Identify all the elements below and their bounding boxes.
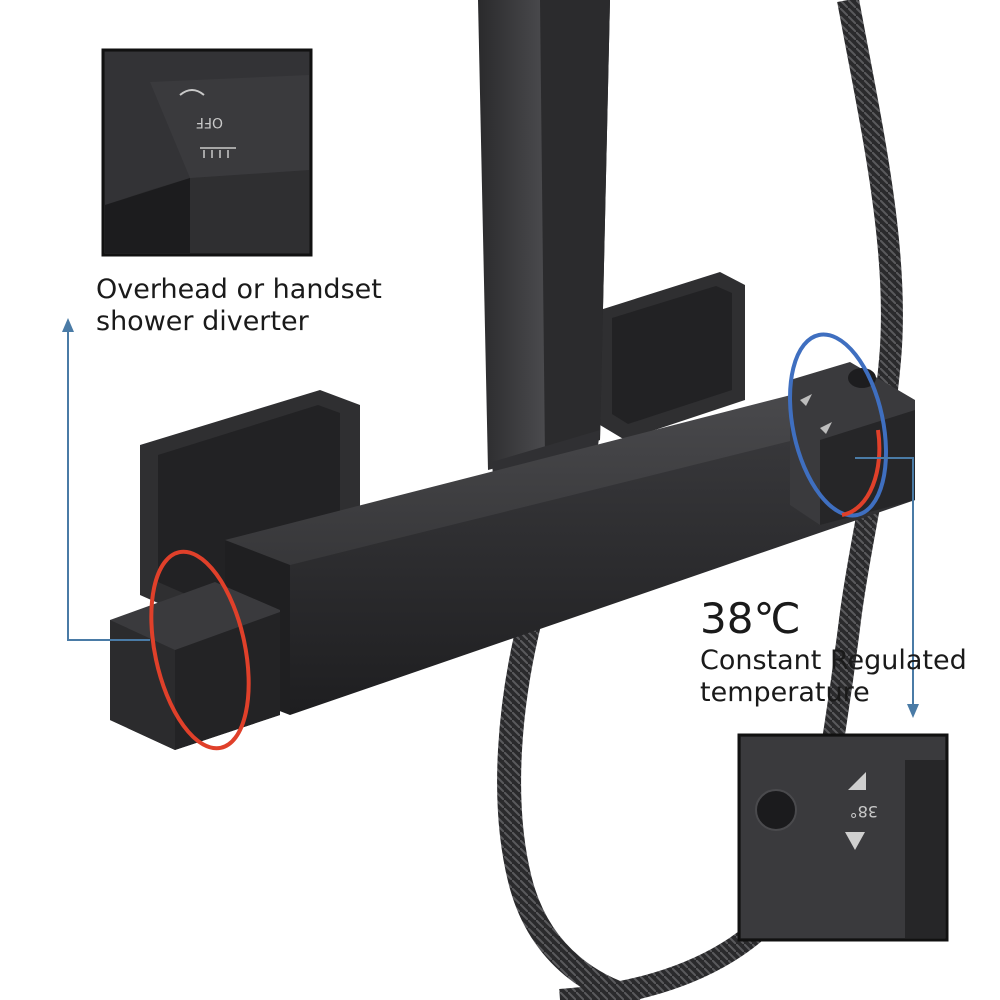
diverter-leader-line bbox=[67, 330, 150, 641]
temperature-highlight-ring bbox=[788, 332, 888, 518]
diverter-caption: Overhead or handset shower diverter bbox=[96, 274, 382, 339]
temperature-closeup-inset: 38° bbox=[737, 733, 949, 942]
riser-pipe bbox=[478, 0, 610, 525]
temperature-setting-marking: 38° bbox=[850, 802, 878, 821]
diverter-closeup-inset: OFF bbox=[101, 48, 313, 257]
decrease-arrow-icon bbox=[820, 422, 832, 434]
diverter-caption-line2: shower diverter bbox=[96, 306, 309, 338]
temperature-leader-line bbox=[855, 457, 914, 705]
knob-button bbox=[755, 789, 797, 831]
overhead-shower-icon bbox=[200, 147, 236, 158]
shower-hose-lower bbox=[497, 617, 644, 1000]
diverter-off-marking: OFF bbox=[196, 114, 223, 130]
temperature-arrow-head bbox=[907, 704, 919, 718]
diverter-arrow-head bbox=[62, 318, 74, 332]
increase-arrow-icon bbox=[800, 394, 812, 406]
diverter-knob bbox=[110, 582, 280, 750]
temperature-caption-line2: temperature bbox=[700, 677, 870, 709]
increase-arrow-icon-inset bbox=[848, 772, 866, 790]
diverter-caption-line1: Overhead or handset bbox=[96, 274, 382, 305]
wall-plate-right bbox=[600, 272, 745, 440]
temperature-caption: Constant Regulated temperature bbox=[700, 645, 967, 710]
temperature-highlight-ring-red bbox=[841, 429, 882, 517]
temperature-caption-line1: Constant Regulated bbox=[700, 645, 967, 676]
decrease-arrow-icon-inset bbox=[845, 832, 865, 850]
handset-icon bbox=[179, 89, 205, 96]
temperature-value: 38℃ bbox=[700, 594, 801, 643]
diverter-highlight-ring bbox=[149, 549, 251, 751]
